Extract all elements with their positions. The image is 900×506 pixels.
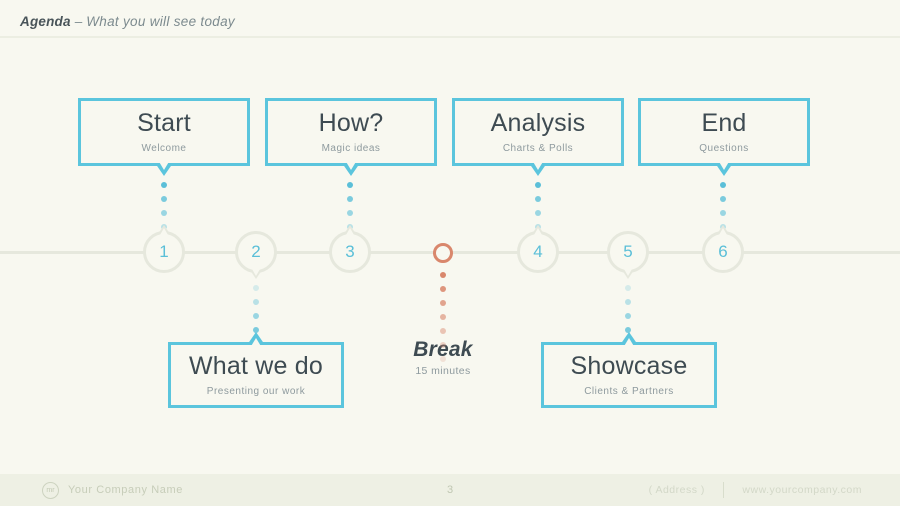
connector-dot: [347, 182, 353, 188]
connector-dot: [440, 300, 446, 306]
timeline-node-number: 3: [345, 242, 355, 261]
timeline-node-break[interactable]: [433, 243, 453, 263]
header-dash: –: [74, 13, 83, 29]
pointer-triangle-icon: [529, 160, 547, 176]
connector-dot: [535, 182, 541, 188]
footer-divider: [722, 482, 725, 498]
connector-dot: [161, 182, 167, 188]
connector-dot: [625, 327, 631, 333]
connector-dot: [440, 314, 446, 320]
footer-brand: mr Your Company Name: [42, 481, 183, 499]
break-label: Break 15 minutes: [383, 338, 503, 377]
connector-dot: [535, 210, 541, 216]
agenda-box-title: End: [701, 109, 747, 138]
connector-dot: [253, 313, 259, 319]
connector-dot: [161, 210, 167, 216]
connector-dot: [161, 196, 167, 202]
timeline-node-5[interactable]: 5: [607, 231, 649, 279]
page-title: Agenda: [20, 13, 71, 29]
company-logo-icon: mr: [42, 481, 59, 499]
slide-footer: mr Your Company Name 3 ( Address ) www.y…: [0, 474, 900, 506]
pointer-triangle-icon: [247, 332, 265, 348]
timeline-node-number: 6: [718, 242, 728, 261]
connector-dot: [440, 328, 446, 334]
agenda-box-title: How?: [318, 109, 384, 138]
connector-dot: [625, 313, 631, 319]
pointer-triangle-icon: [155, 160, 173, 176]
agenda-box-subtitle: Welcome: [141, 142, 187, 154]
connector-dot: [440, 272, 446, 278]
agenda-box-title: Showcase: [570, 352, 688, 381]
agenda-box-title: Start: [137, 109, 191, 138]
footer-page-number: 3: [446, 484, 454, 496]
connector-dot: [720, 210, 726, 216]
footer-website[interactable]: www.yourcompany.com: [742, 484, 862, 496]
agenda-box-subtitle: Magic ideas: [321, 142, 381, 154]
pointer-triangle-icon: [715, 160, 733, 176]
agenda-box-subtitle: Charts & Polls: [502, 142, 574, 154]
connector-dot: [440, 342, 446, 348]
page-subtitle: What you will see today: [86, 13, 235, 29]
connector-dot: [253, 285, 259, 291]
agenda-box-subtitle: Questions: [699, 142, 749, 154]
agenda-box-end[interactable]: End Questions: [638, 98, 810, 176]
timeline-node-6[interactable]: 6: [702, 225, 744, 273]
slide-header: Agenda – What you will see today: [20, 8, 235, 34]
timeline-node-1[interactable]: 1: [143, 225, 185, 273]
footer-company-name: Your Company Name: [68, 484, 183, 496]
pointer-triangle-icon: [622, 269, 634, 279]
pointer-triangle-icon: [717, 225, 729, 235]
timeline-node-2[interactable]: 2: [235, 231, 277, 279]
agenda-box-title: What we do: [188, 352, 323, 381]
connector-dot: [625, 285, 631, 291]
break-title: Break: [413, 338, 473, 361]
connector-dot: [535, 196, 541, 202]
connector-dot: [720, 196, 726, 202]
connector-dot: [625, 299, 631, 305]
timeline-node-number: 1: [159, 242, 169, 261]
agenda-box-subtitle: Clients & Partners: [584, 385, 674, 397]
footer-contact: ( Address ) www.yourcompany.com: [649, 482, 862, 498]
agenda-box-subtitle: Presenting our work: [206, 385, 306, 397]
timeline-node-number: 5: [623, 242, 633, 261]
agenda-box-how[interactable]: How? Magic ideas: [265, 98, 437, 176]
pointer-triangle-icon: [532, 225, 544, 235]
agenda-box-analysis[interactable]: Analysis Charts & Polls: [452, 98, 624, 176]
timeline-node-3[interactable]: 3: [329, 225, 371, 273]
connector-dot: [253, 299, 259, 305]
header-divider: [0, 36, 900, 38]
connector-dot: [720, 182, 726, 188]
footer-address: ( Address ): [648, 484, 705, 496]
connector-dot: [347, 210, 353, 216]
agenda-box-what-we-do[interactable]: What we do Presenting our work: [168, 332, 344, 408]
pointer-triangle-icon: [250, 269, 262, 279]
break-duration: 15 minutes: [415, 365, 471, 377]
timeline-node-number: 4: [533, 242, 543, 261]
pointer-triangle-icon: [620, 332, 638, 348]
connector-dot: [440, 286, 446, 292]
connector-dot: [253, 327, 259, 333]
pointer-triangle-icon: [342, 160, 360, 176]
connector-dot: [347, 196, 353, 202]
timeline-node-number: 2: [251, 242, 261, 261]
agenda-box-showcase[interactable]: Showcase Clients & Partners: [541, 332, 717, 408]
agenda-box-start[interactable]: Start Welcome: [78, 98, 250, 176]
connector-dots-break: [440, 272, 446, 370]
pointer-triangle-icon: [158, 225, 170, 235]
pointer-triangle-icon: [344, 225, 356, 235]
connector-dot: [440, 356, 446, 362]
agenda-box-title: Analysis: [490, 109, 586, 138]
timeline-node-4[interactable]: 4: [517, 225, 559, 273]
